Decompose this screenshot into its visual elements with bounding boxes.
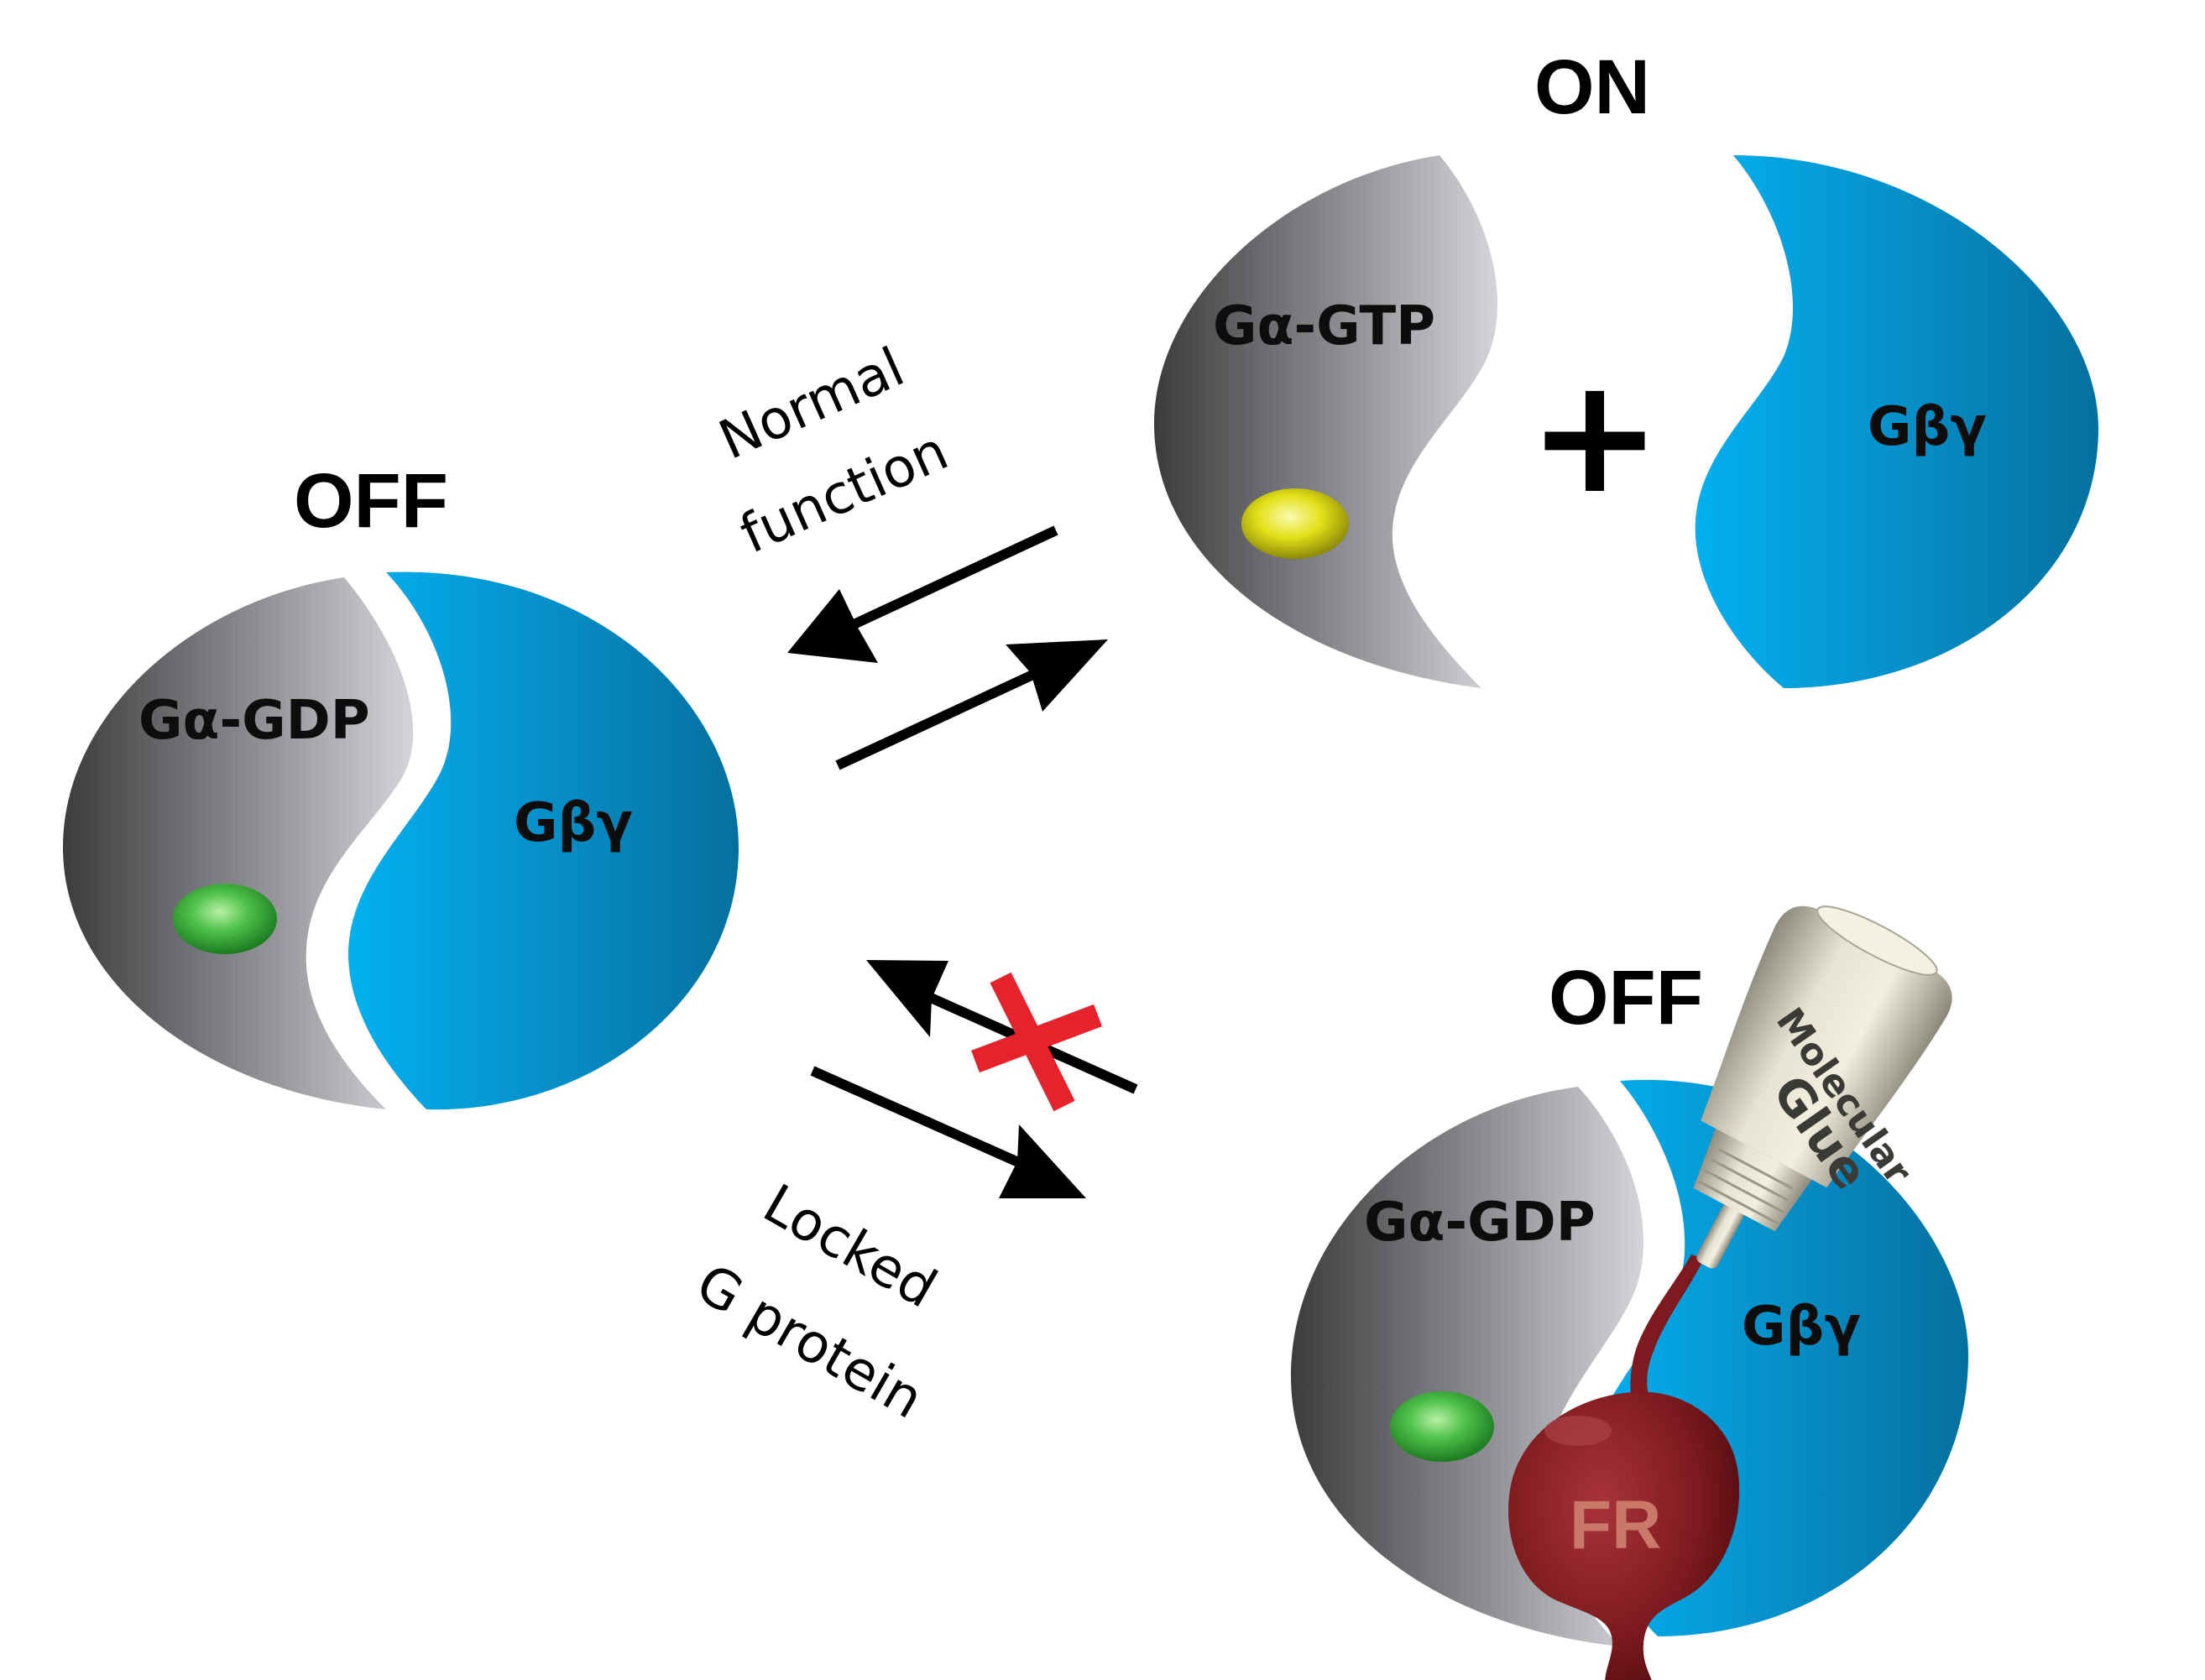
blocked-reverse-arrow-head bbox=[866, 960, 948, 1037]
locked-gdp-nucleotide bbox=[1390, 1391, 1494, 1462]
normal-function-equilibrium: Normal function bbox=[710, 337, 1108, 770]
molecular-glue-bottle bbox=[1693, 905, 1952, 1269]
reverse-arrow-shaft bbox=[837, 525, 1058, 636]
blocked-cross-mark bbox=[971, 972, 1102, 1112]
locked-off-state: OFF Gα-GDP Gβγ FR bbox=[1291, 905, 1968, 1680]
reverse-arrow-head bbox=[787, 589, 878, 663]
locking-arrow-shaft bbox=[810, 1066, 1027, 1170]
fr-label: FR bbox=[1570, 1487, 1661, 1563]
locked-g-alpha-gdp-subunit bbox=[1291, 1087, 1644, 1646]
g-alpha-gdp-label: Gα-GDP bbox=[138, 690, 370, 752]
g-beta-gamma-free-label: Gβγ bbox=[1868, 396, 1987, 458]
locked-g-alpha-gdp-label: Gα-GDP bbox=[1364, 1192, 1596, 1254]
fr-glue-drop bbox=[1508, 1391, 1740, 1680]
off-state-heterotrimer: OFF Gα-GDP Gβγ bbox=[63, 458, 739, 1110]
g-alpha-gdp-subunit bbox=[63, 577, 414, 1109]
fr-glue-drop-highlight bbox=[1544, 1416, 1612, 1446]
g-alpha-gtp-label: Gα-GTP bbox=[1213, 295, 1435, 357]
bottle-nozzle bbox=[1696, 1203, 1744, 1269]
bottle-cap bbox=[1693, 1128, 1812, 1232]
g-beta-gamma-free-subunit bbox=[1695, 155, 2098, 688]
gtp-nucleotide bbox=[1241, 488, 1349, 559]
off-state-title: OFF bbox=[294, 458, 448, 544]
on-state-dissociated: ON Gα-GTP + Gβγ bbox=[1154, 44, 2098, 688]
bottle-body bbox=[1701, 905, 1952, 1188]
plus-sign: + bbox=[1528, 343, 1661, 529]
locked-g-beta-gamma-label: Gβγ bbox=[1742, 1296, 1861, 1358]
on-state-title: ON bbox=[1534, 44, 1650, 130]
g-beta-gamma-subunit bbox=[348, 571, 739, 1110]
g-alpha-gtp-subunit bbox=[1154, 155, 1498, 688]
gdp-nucleotide bbox=[173, 884, 277, 954]
locking-arrow-head bbox=[999, 1124, 1086, 1198]
g-beta-gamma-label: Gβγ bbox=[514, 792, 633, 854]
forward-arrow-shaft bbox=[835, 662, 1052, 770]
locked-equilibrium: Locked G protein bbox=[686, 960, 1138, 1432]
locked-off-state-title: OFF bbox=[1549, 955, 1703, 1041]
forward-arrow-head bbox=[1006, 639, 1108, 712]
